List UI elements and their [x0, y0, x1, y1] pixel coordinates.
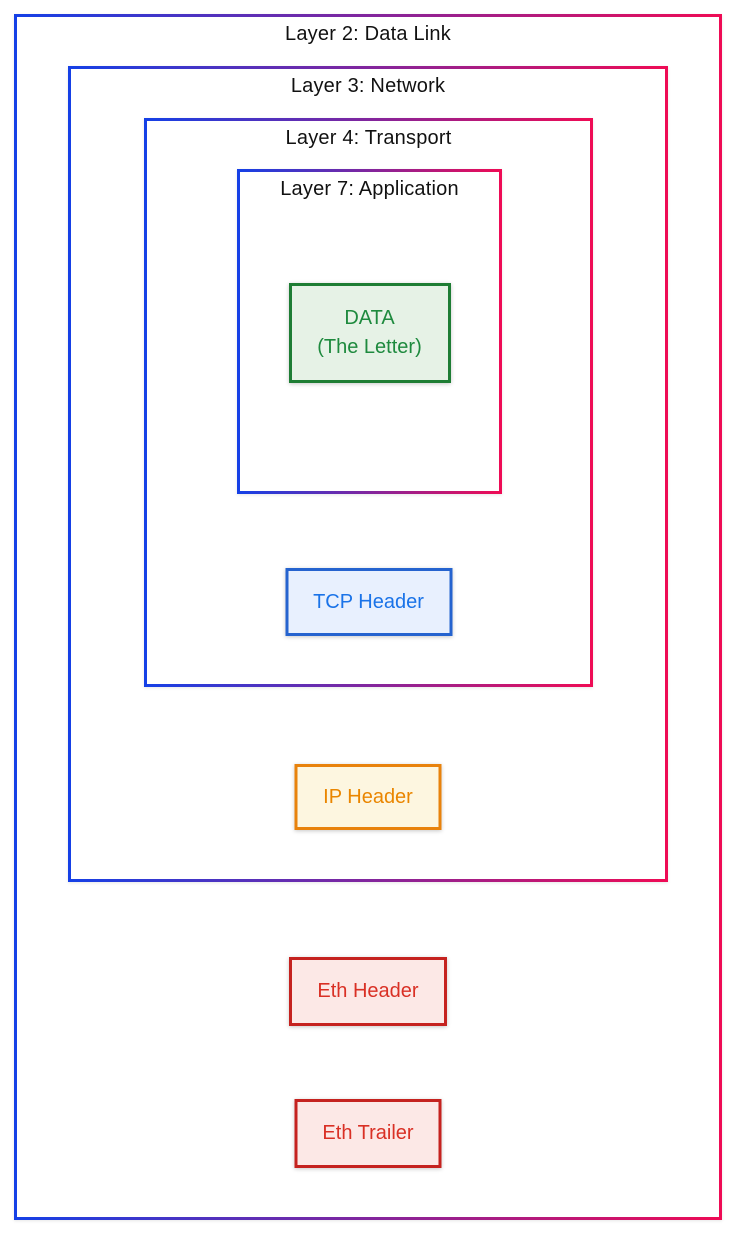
tcp-header-label: TCP Header [313, 590, 424, 613]
ip-header-box: IP Header [294, 764, 442, 830]
eth-trailer-label: Eth Trailer [322, 1122, 414, 1144]
eth-trailer-box: Eth Trailer [294, 1099, 442, 1168]
data-payload-box: DATA (The Letter) [288, 283, 451, 383]
eth-header-box: Eth Header [289, 957, 447, 1026]
layer4-label: Layer 4: Transport [285, 127, 452, 149]
eth-header-label: Eth Header [317, 980, 419, 1002]
layer3-label: Layer 3: Network [290, 75, 446, 97]
tcp-header-box: TCP Header [285, 568, 452, 636]
layer3-network-box: Layer 3: Network Layer 4: Transport Laye… [68, 66, 668, 882]
layer7-application-box: Layer 7: Application DATA (The Letter) [237, 169, 502, 494]
data-payload-subtitle: (The Letter) [317, 336, 422, 358]
layer7-label: Layer 7: Application [280, 178, 459, 200]
data-payload-title: DATA [344, 307, 395, 329]
layer4-transport-box: Layer 4: Transport Layer 7: Application … [144, 118, 593, 687]
layer2-data-link-box: Layer 2: Data Link Layer 3: Network Laye… [14, 14, 722, 1220]
layer2-label: Layer 2: Data Link [285, 23, 451, 45]
ip-header-label: IP Header [323, 785, 413, 808]
